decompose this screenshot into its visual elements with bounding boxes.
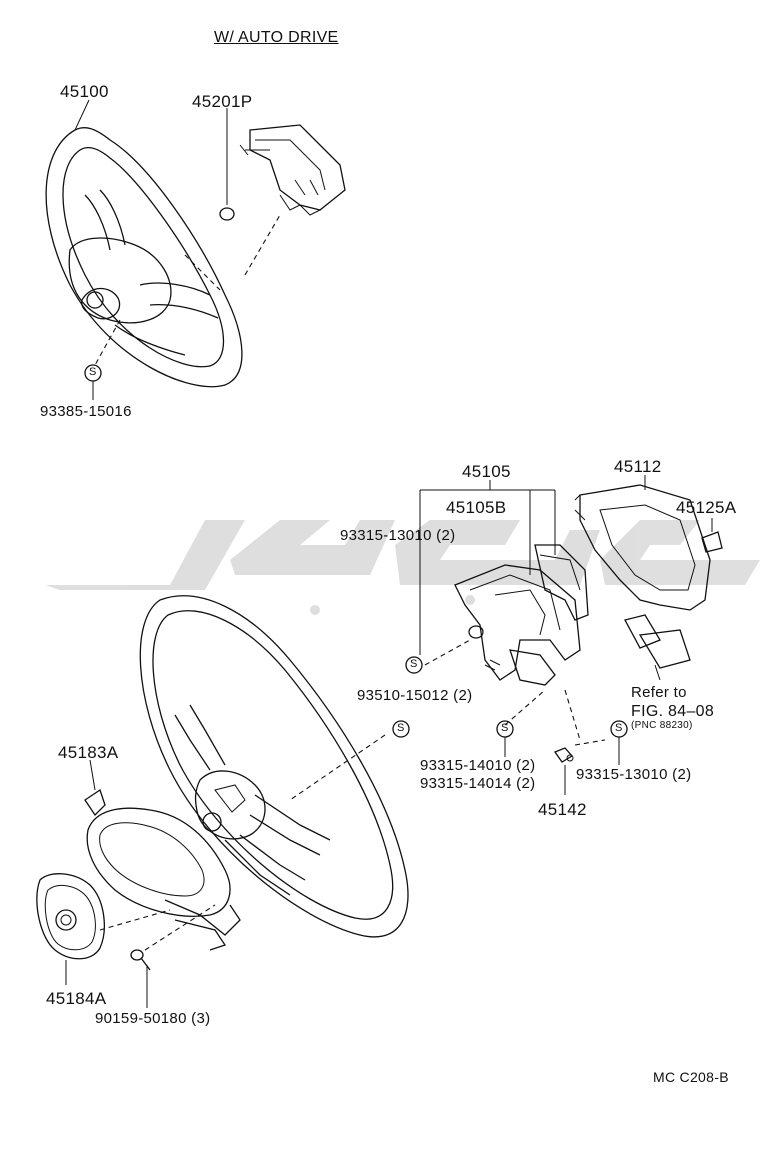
part-45201P-bracket bbox=[219, 112, 346, 221]
steering-wheel-bottom bbox=[139, 595, 409, 938]
diagram-code: MC C208-B bbox=[653, 1069, 729, 1085]
screw-symbol-93315-14010: S bbox=[501, 722, 509, 734]
part-90159-screw bbox=[130, 904, 216, 1008]
callout-45183A: 45183A bbox=[58, 743, 119, 762]
callout-93315-13010-b: 93315-13010 (2) bbox=[576, 766, 692, 783]
steering-wheel-top bbox=[45, 127, 281, 388]
screw-symbol-93385: S bbox=[89, 366, 97, 378]
refer-to-text: Refer to bbox=[631, 684, 687, 701]
callout-93315-14010: 93315-14010 (2) bbox=[420, 757, 536, 774]
callout-45112: 45112 bbox=[614, 457, 662, 476]
callout-45125A: 45125A bbox=[676, 498, 737, 517]
callout-45201P: 45201P bbox=[192, 92, 253, 111]
refer-pnc: (PNC 88230) bbox=[631, 720, 693, 731]
callout-93510-15012: 93510-15012 (2) bbox=[357, 687, 473, 704]
callout-90159-50180: 90159-50180 (3) bbox=[95, 1010, 211, 1027]
part-45184A-horn-pad bbox=[36, 873, 171, 985]
callout-45105: 45105 bbox=[462, 462, 511, 481]
callout-93385-15016: 93385-15016 bbox=[40, 403, 132, 420]
callout-93315-14014: 93315-14014 (2) bbox=[420, 775, 536, 792]
callout-93315-13010-a: 93315-13010 (2) bbox=[340, 527, 456, 544]
part-45183A-hub-cover bbox=[84, 788, 241, 951]
part-45105-bracket bbox=[419, 480, 606, 746]
callout-45100: 45100 bbox=[60, 82, 109, 101]
leader-93510 bbox=[289, 734, 386, 801]
screw-symbols bbox=[74, 99, 628, 791]
screw-symbol-93315-b: S bbox=[615, 722, 623, 734]
part-45142-clip bbox=[553, 747, 574, 795]
callout-45142: 45142 bbox=[538, 800, 587, 819]
part-45112-cover bbox=[574, 475, 723, 611]
callout-45184A: 45184A bbox=[46, 989, 107, 1008]
watermark-logo bbox=[45, 520, 760, 615]
callout-45105B: 45105B bbox=[446, 498, 507, 517]
diagram-title: W/ AUTO DRIVE bbox=[214, 29, 339, 46]
refer-figure: FIG. 84–08 bbox=[631, 703, 715, 720]
auto-drive-switch bbox=[624, 614, 691, 681]
screw-symbol-93510: S bbox=[397, 722, 405, 734]
screw-symbol-93315-a: S bbox=[410, 658, 418, 670]
